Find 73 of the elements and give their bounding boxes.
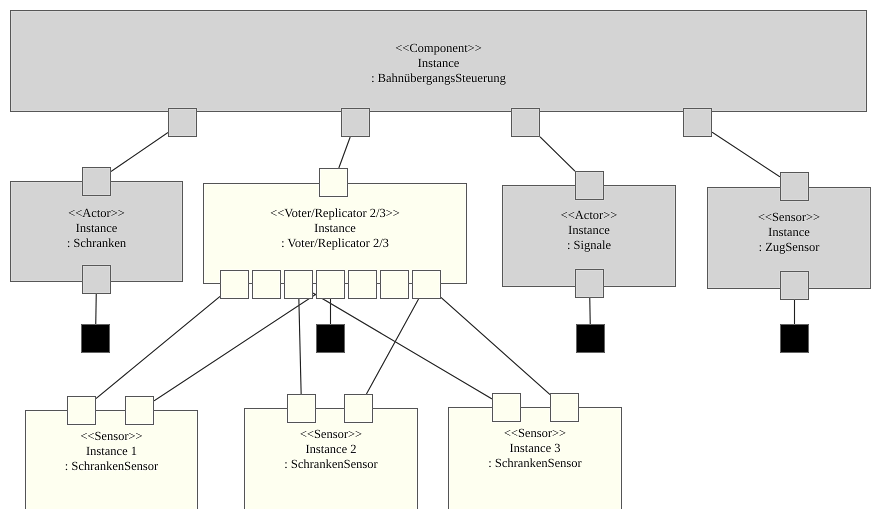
instance-label: Instance: [76, 221, 118, 236]
port: [168, 108, 197, 137]
connector-line: [154, 294, 316, 402]
port: [575, 171, 604, 200]
stereotype-label: <<Sensor>>: [758, 210, 820, 225]
instance-label: Instance 1: [86, 444, 138, 459]
connector-line: [712, 132, 780, 178]
terminal-port: [81, 324, 110, 353]
connector-line: [540, 136, 576, 172]
port: [412, 270, 441, 299]
connector-line: [366, 298, 420, 394]
type-label: : SchrankenSensor: [64, 459, 158, 474]
port: [380, 270, 409, 299]
stereotype-label: <<Component>>: [395, 41, 482, 56]
component-box: [502, 185, 676, 287]
connector-line: [794, 300, 796, 324]
port: [316, 270, 345, 299]
instance-label: Instance 2: [305, 442, 357, 457]
connector-line: [312, 292, 492, 400]
type-label: : SchrankenSensor: [488, 456, 582, 471]
stereotype-label: <<Sensor>>: [80, 429, 143, 444]
connector-line: [110, 132, 168, 172]
instance-label: Instance: [314, 221, 356, 236]
component-box: [25, 410, 198, 509]
connector-line: [440, 296, 550, 396]
port: [82, 265, 111, 294]
port: [252, 270, 281, 299]
port: [550, 393, 579, 422]
port: [511, 108, 540, 137]
instance-label: Instance: [568, 223, 610, 238]
component-box: [10, 181, 183, 282]
connector-line: [95, 294, 97, 324]
stereotype-label: <<Actor>>: [560, 208, 618, 223]
type-label: : Schranken: [66, 236, 126, 251]
port: [125, 396, 154, 425]
instance-label: Instance: [768, 225, 810, 240]
stereotype-label: <<Actor>>: [68, 206, 125, 221]
port: [82, 167, 111, 196]
component-box: [244, 408, 418, 509]
terminal-port: [780, 324, 809, 353]
port: [780, 271, 809, 300]
port: [220, 270, 249, 299]
component-box: [448, 407, 622, 509]
type-label: : SchrankenSensor: [284, 457, 378, 472]
port: [344, 394, 373, 423]
connector-line: [330, 299, 332, 324]
instance-label: Instance: [418, 56, 460, 71]
port: [348, 270, 377, 299]
type-label: : BahnübergangsSteuerung: [371, 71, 506, 86]
connector-line: [338, 136, 351, 168]
port: [319, 168, 348, 197]
port: [683, 108, 712, 137]
terminal-port: [316, 324, 345, 353]
stereotype-label: <<Sensor>>: [504, 426, 566, 441]
port: [575, 269, 604, 298]
component-box: [10, 10, 867, 112]
port: [341, 108, 370, 137]
connector-line: [96, 296, 220, 400]
stereotype-label: <<Sensor>>: [300, 427, 362, 442]
port: [284, 270, 313, 299]
component-box: [707, 187, 871, 289]
port: [67, 396, 96, 425]
type-label: : Voter/Replicator 2/3: [281, 236, 389, 251]
connector-line: [589, 298, 591, 324]
connector-line: [298, 298, 302, 394]
instance-label: Instance 3: [509, 441, 561, 456]
port: [287, 394, 316, 423]
type-label: : Signale: [566, 238, 612, 253]
port: [780, 172, 809, 201]
stereotype-label: <<Voter/Replicator 2/3>>: [270, 206, 400, 221]
port: [492, 393, 521, 422]
type-label: : ZugSensor: [758, 240, 820, 255]
terminal-port: [576, 324, 605, 353]
